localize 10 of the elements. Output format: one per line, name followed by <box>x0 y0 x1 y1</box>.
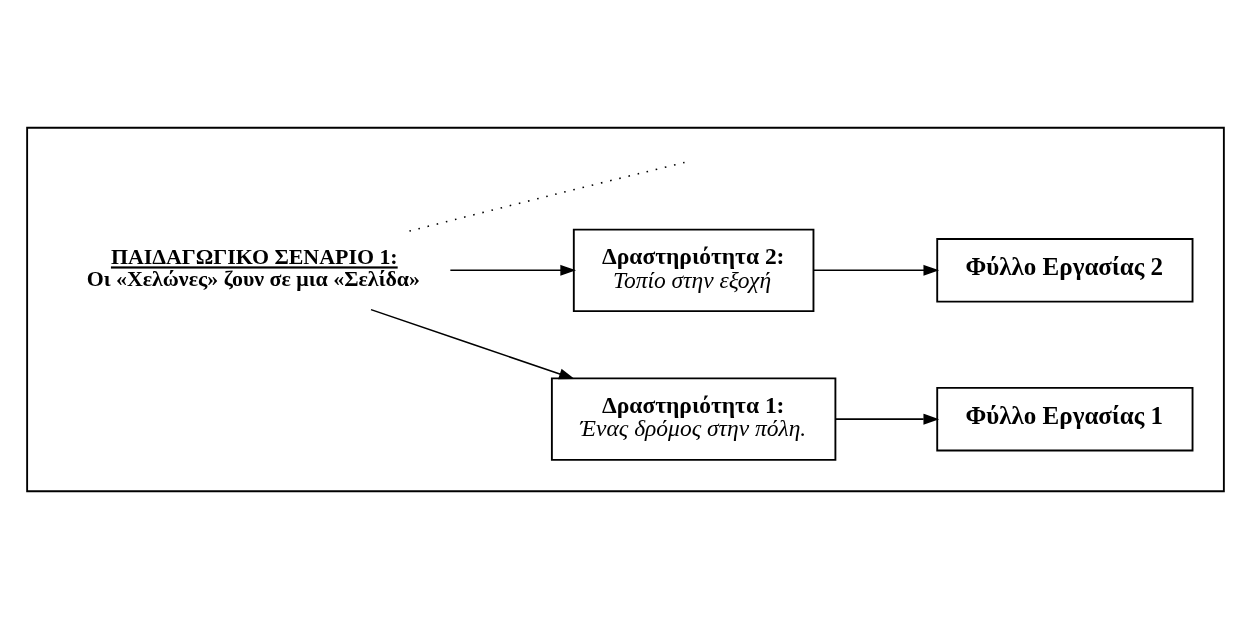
arrow <box>834 413 940 425</box>
node-text: ΠΑΙΔΑΓΩΓΙΚΟ ΣΕΝΑΡΙΟ 1: Οι «Χελώνες» ζουν σε μια «Σελίδα» <box>86 243 420 291</box>
node-box: Δραστηριότητα 1: Ένας δρόμος στην πόλη. <box>550 377 837 461</box>
arrow <box>370 308 575 379</box>
node-box: Φύλλο Εργασίας 2 <box>936 237 1194 303</box>
cluster <box>26 126 1225 492</box>
arrow <box>812 264 940 276</box>
node-box: Δραστηριότητα 2: Τοπίο στην εξοχή <box>572 228 815 312</box>
node-box: Φύλλο Εργασίας 1 <box>936 386 1194 451</box>
arrow <box>449 264 577 276</box>
